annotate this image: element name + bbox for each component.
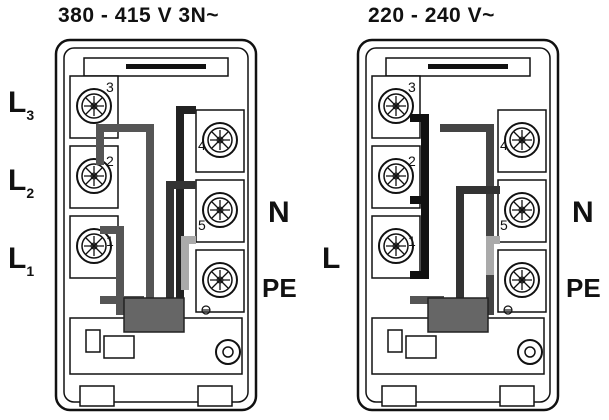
label-l3: L3 xyxy=(8,86,34,123)
label-l2: L2 xyxy=(8,164,34,201)
diagram-three-phase xyxy=(56,40,256,410)
terminal-number-4-left: 4 xyxy=(198,137,206,153)
terminal-number-2-left: 2 xyxy=(106,153,114,169)
label-n-left: N xyxy=(268,196,290,229)
label-pe-right: PE xyxy=(566,273,601,303)
label-n-right: N xyxy=(572,196,594,229)
label-l: L xyxy=(322,242,340,275)
terminal-number-2-right: 2 xyxy=(408,153,416,169)
heading-three-phase: 380 - 415 V 3N~ xyxy=(58,4,220,27)
terminal-number-4-right: 4 xyxy=(500,137,508,153)
label-l1: L1 xyxy=(8,242,34,279)
diagram-single-phase xyxy=(358,40,558,410)
terminal-number-5-right: 5 xyxy=(500,217,508,233)
heading-single-phase: 220 - 240 V~ xyxy=(368,4,495,27)
terminal-number-5-left: 5 xyxy=(198,217,206,233)
terminal-number-3-right: 3 xyxy=(408,79,416,95)
label-pe-left: PE xyxy=(262,273,297,303)
terminal-number-3-left: 3 xyxy=(106,79,114,95)
terminal-number-1-right: 1 xyxy=(408,233,416,249)
terminal-number-1-left: 1 xyxy=(106,233,114,249)
